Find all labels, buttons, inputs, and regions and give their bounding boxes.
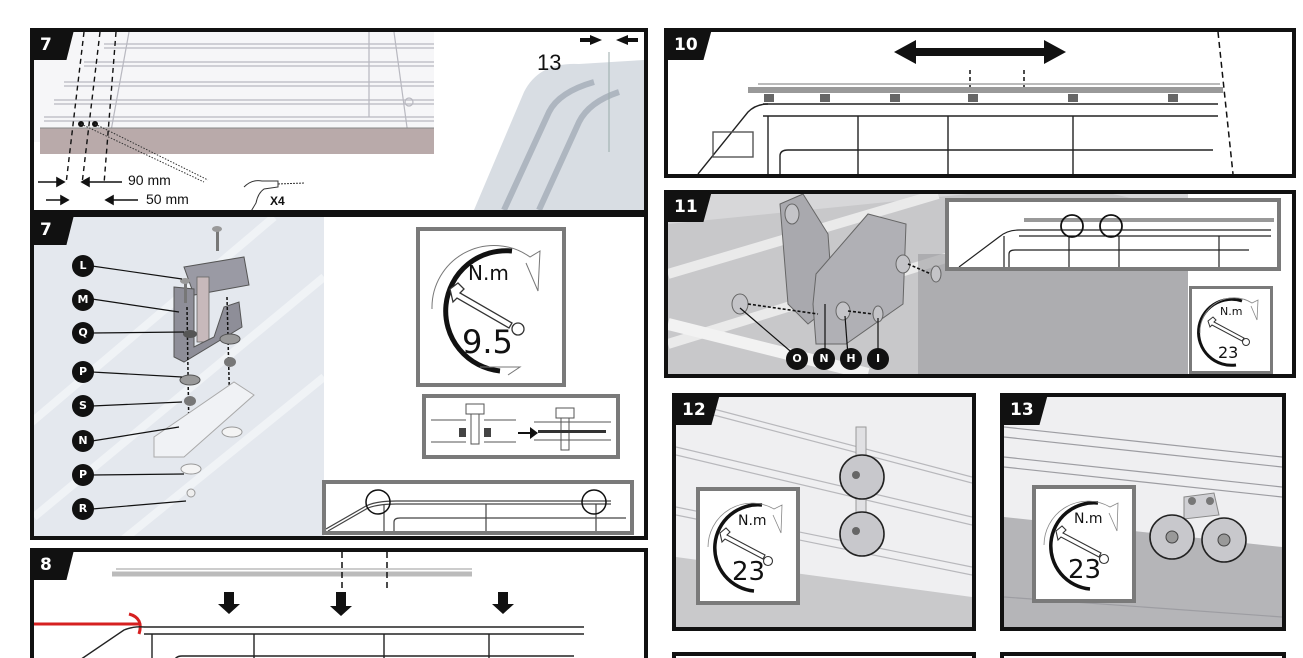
torque-value: 23 — [1218, 343, 1239, 362]
part-callout-n: N — [813, 348, 835, 370]
step-12-panel: 12 N.m 23 — [672, 393, 976, 631]
step-8-panel: 8 — [30, 548, 648, 658]
torque-value: 23 — [732, 557, 766, 587]
torque-unit: N.m — [738, 513, 767, 529]
torque-value: 9.5 — [462, 323, 513, 361]
bracket-location-inset — [945, 198, 1281, 271]
torque-wrench-icon — [707, 502, 783, 593]
rivet-nut-diagram — [422, 394, 620, 459]
next-step-panel-partial — [672, 652, 976, 658]
torque-value: 23 — [1068, 555, 1102, 585]
rail-position-inset — [322, 480, 634, 535]
part-callout-s: S — [72, 395, 94, 417]
part-callout-l: L — [72, 255, 94, 277]
rack-adjust-illustration — [697, 32, 1234, 174]
step-10-panel: 10 — [664, 28, 1296, 178]
part-callout-o: O — [786, 348, 808, 370]
part-callout-r: R — [72, 498, 94, 520]
part-callout-h: H — [840, 348, 862, 370]
part-callout-i: I — [867, 348, 889, 370]
torque-unit: N.m — [1074, 511, 1103, 527]
part-callout-n: N — [72, 430, 94, 452]
torque-wrench-icon — [431, 244, 541, 376]
side-reference-number: 13 — [537, 50, 562, 75]
measurement-50mm: 50 mm — [146, 191, 189, 207]
step-7-drilling-panel: 7 — [30, 28, 648, 214]
step-number-badge: 8 — [34, 552, 74, 580]
torque-wrench-icon — [1043, 500, 1119, 591]
step-number-badge: 13 — [1004, 397, 1048, 425]
drill-icon — [243, 180, 305, 210]
step-number-badge: 10 — [668, 32, 712, 60]
step-number-badge: 7 — [34, 32, 74, 60]
next-step-panel-partial — [1000, 652, 1286, 658]
torque-unit: N.m — [468, 261, 509, 285]
drill-quantity: X4 — [270, 194, 285, 208]
torque-unit: N.m — [1220, 305, 1243, 318]
step-number-badge: 11 — [668, 194, 712, 222]
van-roof-circled-brackets — [958, 214, 1274, 267]
part-callout-p: P — [72, 361, 94, 383]
torque-spec-box: N.m 23 — [696, 487, 800, 605]
part-callout-p: P — [72, 464, 94, 486]
part-callout-q: Q — [72, 322, 94, 344]
van-roof-outline — [326, 489, 626, 531]
measurement-90mm: 90 mm — [128, 172, 171, 188]
step-7-bracket-panel: 7 — [30, 213, 648, 540]
step-number-badge: 7 — [34, 217, 74, 245]
part-callout-m: M — [72, 289, 94, 311]
step-number-badge: 12 — [676, 397, 720, 425]
rivet-nut-compression-icon — [431, 403, 611, 451]
torque-spec-box: N.m 23 — [1032, 485, 1136, 603]
rack-placement-illustration — [34, 552, 584, 658]
torque-spec-box: N.m 23 — [1189, 286, 1273, 374]
torque-wrench-icon — [1197, 297, 1259, 367]
step-13-panel: 13 N.m — [1000, 393, 1286, 631]
slide-arrow-icon — [894, 40, 1066, 64]
rack-drilling-illustration — [34, 32, 644, 210]
torque-spec-box: N.m 9.5 — [416, 227, 566, 387]
step-11-panel: 11 — [664, 190, 1296, 378]
